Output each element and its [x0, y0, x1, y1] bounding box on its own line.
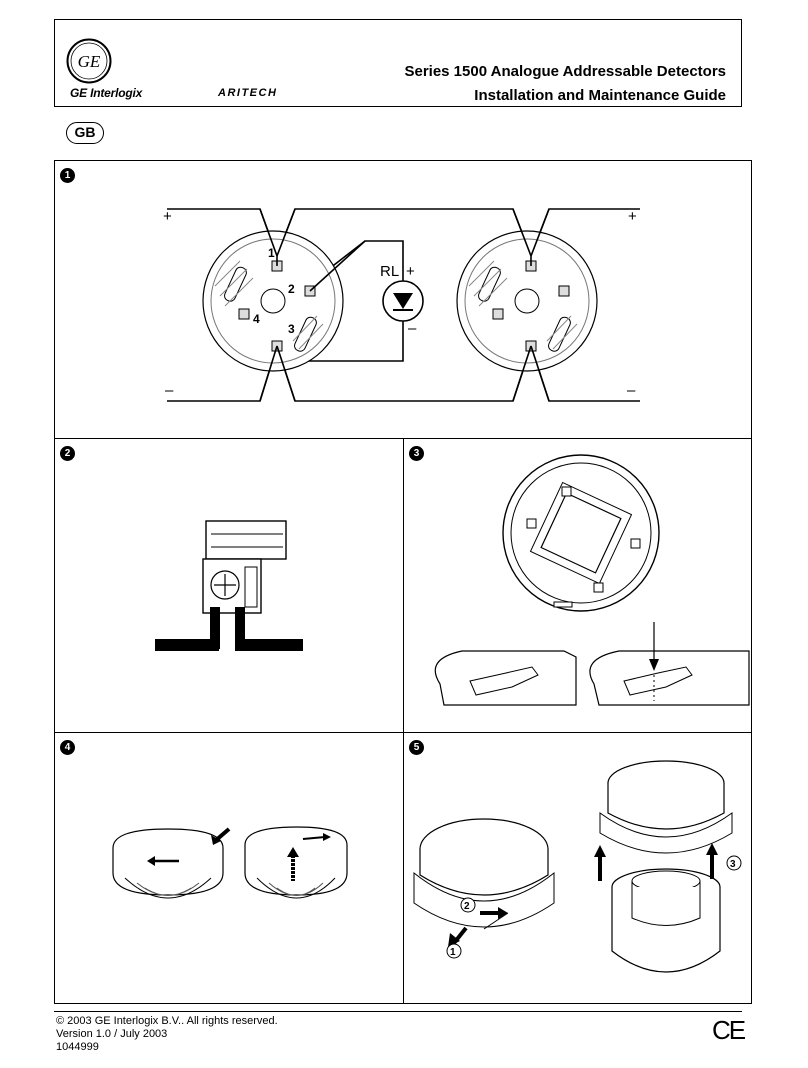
panel-tamper-lock: 3 — [403, 438, 752, 733]
step-2-label: 2 — [464, 901, 470, 912]
document-number: 1044999 — [56, 1041, 99, 1053]
step-3-label: 3 — [730, 859, 736, 870]
partner-brand: ARITECH — [218, 87, 278, 99]
document-title: Series 1500 Analogue Addressable Detecto… — [404, 63, 726, 80]
header-box — [54, 19, 742, 107]
detector-base-right — [456, 230, 598, 372]
ge-logo-text: GE — [78, 52, 101, 71]
ce-mark: CE — [712, 1015, 746, 1045]
panel-head-fitting: 5 1 2 3 — [403, 732, 752, 1004]
terminal-illustration — [155, 520, 303, 651]
head-fitting-illustration: 1 2 3 — [413, 760, 742, 973]
panel-wiring: 1 — [54, 160, 752, 439]
relay-minus-label: – — [408, 320, 417, 337]
brand-name: GE Interlogix — [70, 86, 143, 100]
panel-terminal-wiring: 2 — [54, 438, 404, 733]
language-badge: GB — [66, 122, 104, 144]
detector-base-left — [202, 230, 344, 372]
panel-number: 3 — [409, 446, 424, 461]
terminal-3-label: 3 — [288, 322, 295, 336]
ge-logo: GE — [66, 38, 112, 84]
panel-head-removal: 4 — [54, 732, 404, 1004]
plus-right-label: + — [628, 208, 637, 225]
version: Version 1.0 / July 2003 — [56, 1028, 168, 1040]
terminal-1-label: 1 — [268, 246, 275, 260]
head-removal-illustration — [112, 826, 348, 899]
relay-plus-label: + — [406, 263, 415, 280]
terminal-2-label: 2 — [288, 282, 295, 296]
minus-left-label: – — [165, 382, 174, 399]
wiring-diagram: + + – – RL + – 1 2 3 4 — [163, 208, 640, 402]
step-1-label: 1 — [450, 947, 456, 958]
minus-right-label: – — [627, 382, 636, 399]
panel-number: 2 — [60, 446, 75, 461]
footer-divider — [54, 1011, 742, 1012]
lock-illustration — [434, 454, 750, 706]
panel-number: 1 — [60, 168, 75, 183]
relay-label: RL — [380, 263, 399, 280]
terminal-4-label: 4 — [253, 312, 260, 326]
plus-left-label: + — [163, 208, 172, 225]
document-subtitle: Installation and Maintenance Guide — [474, 87, 726, 104]
ge-monogram-icon: GE — [66, 38, 112, 84]
copyright: © 2003 GE Interlogix B.V.. All rights re… — [56, 1015, 278, 1027]
relay-diode-icon — [382, 280, 424, 322]
panel-number: 4 — [60, 740, 75, 755]
panel-number: 5 — [409, 740, 424, 755]
